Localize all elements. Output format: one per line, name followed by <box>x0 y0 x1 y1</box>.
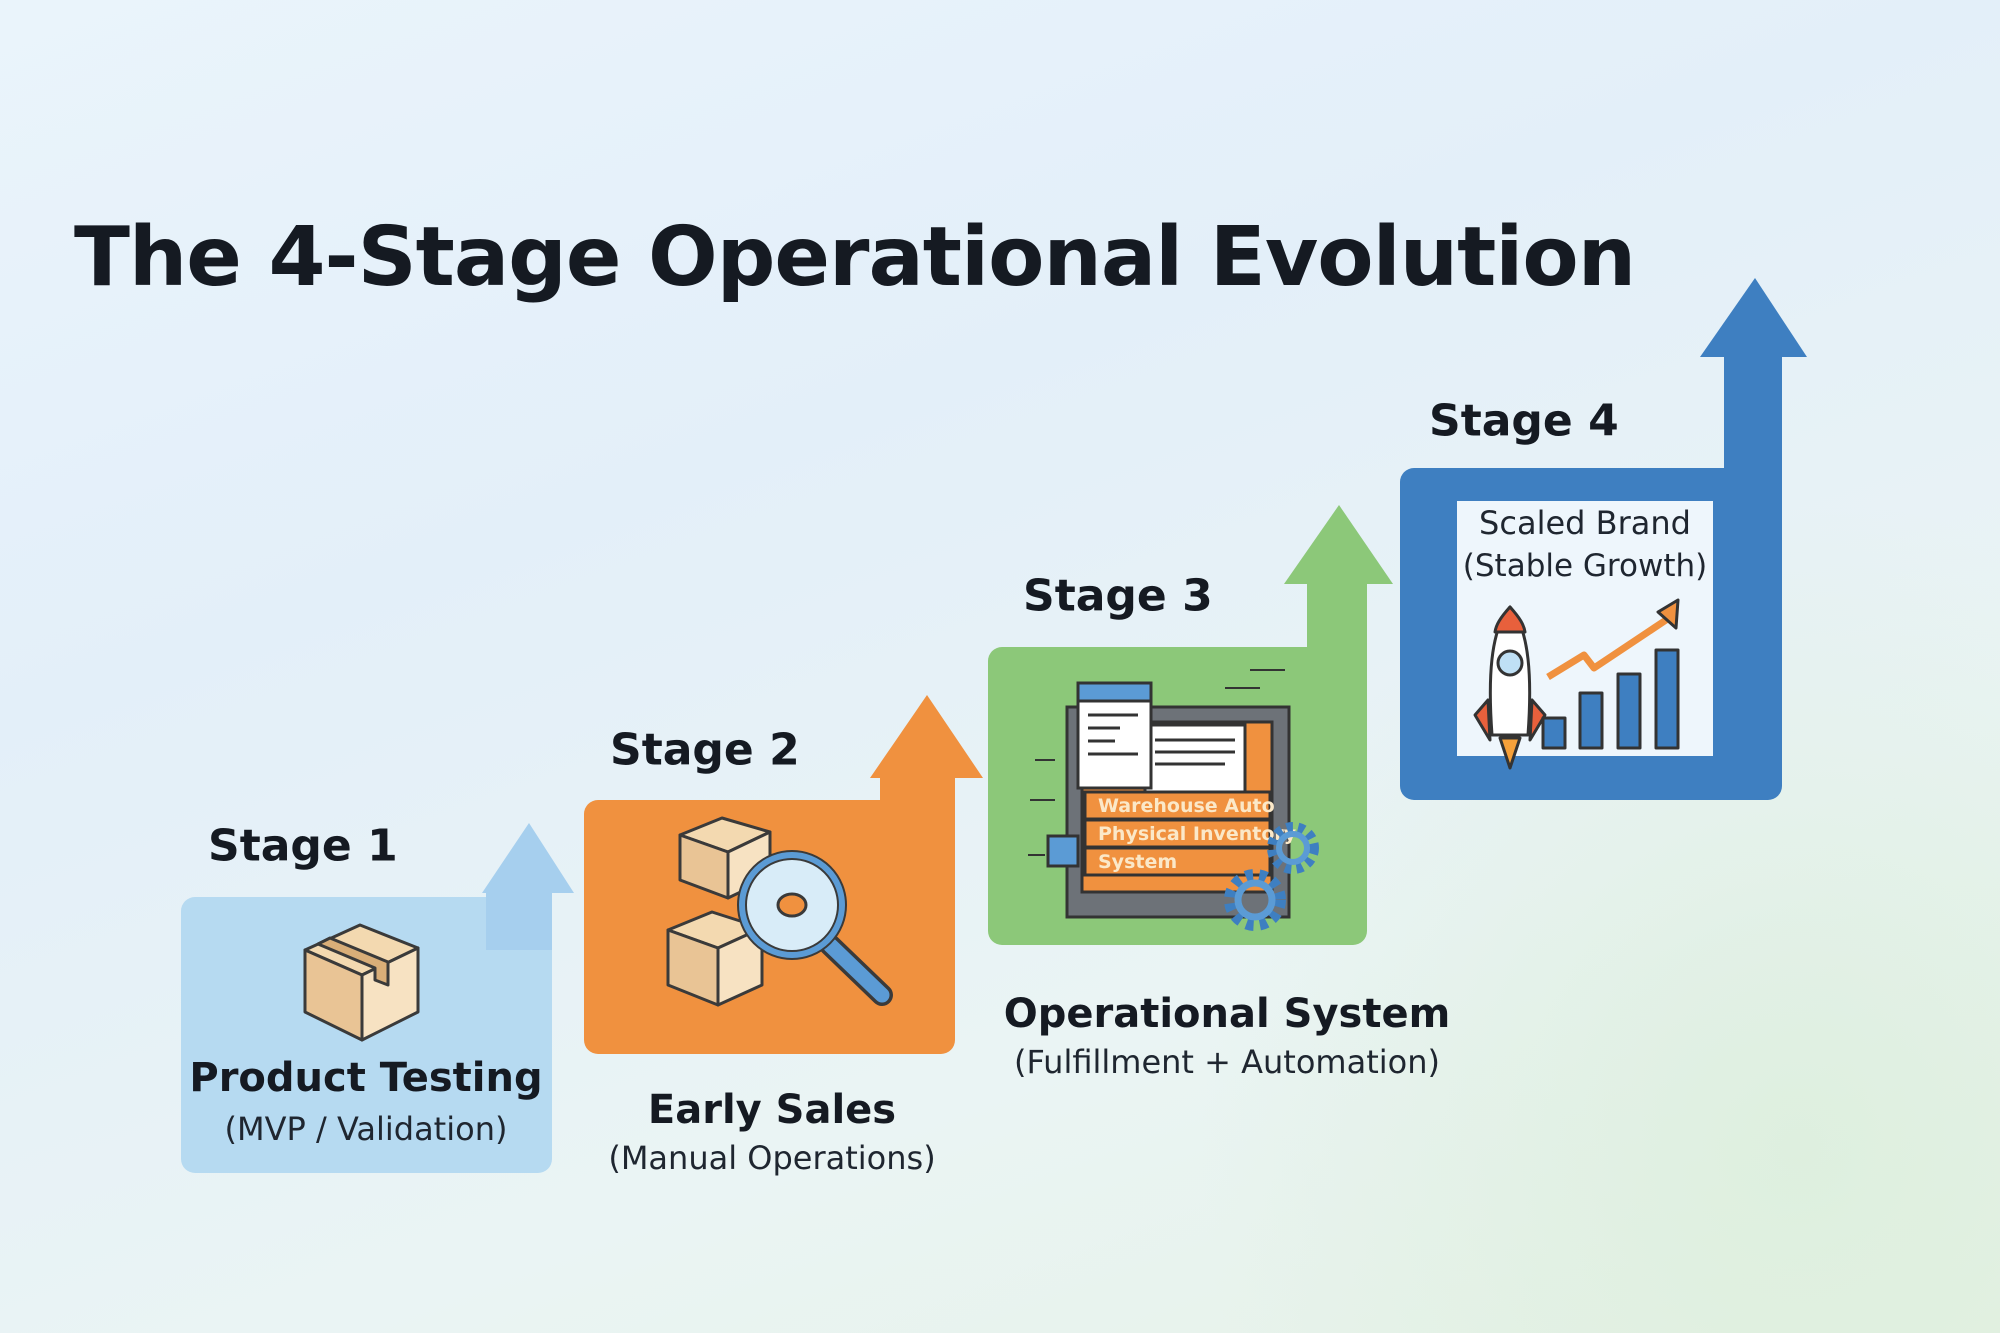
stage-4-detail: (Stable Growth) <box>1462 548 1708 584</box>
stage-2-name: Early Sales <box>647 1087 897 1133</box>
stage-3-label: Stage 3 <box>1023 570 1213 622</box>
stage-4-label: Stage 4 <box>1429 395 1619 447</box>
stage-2-detail: (Manual Operations) <box>608 1139 936 1177</box>
stage-1-label: Stage 1 <box>208 820 398 872</box>
package-box-icon <box>303 923 420 1042</box>
icon-text-line-3: System <box>1098 851 1177 873</box>
icon-text-line-1: Warehouse Auto <box>1098 795 1275 817</box>
icon-text-line-2: Physical Inventory <box>1098 823 1297 845</box>
boxes-magnifier-icon <box>666 816 893 1007</box>
stage-3-name: Operational System <box>1003 991 1451 1037</box>
rocket-growth-chart-icon <box>1473 598 1680 770</box>
stage-1-name: Product Testing <box>189 1055 543 1101</box>
warehouse-system-gears-icon: Warehouse Auto Physical Inventory System <box>1028 669 1319 931</box>
stage-3-arrow-head <box>1284 505 1393 584</box>
stage-2-arrow-head <box>870 695 983 778</box>
stage-3-detail: (Fulfillment + Automation) <box>1014 1043 1440 1081</box>
stage-4-arrow-head <box>1700 278 1807 357</box>
stage-1-arrow-head <box>482 823 574 893</box>
stage-4-name: Scaled Brand <box>1479 504 1691 542</box>
stage-2-label: Stage 2 <box>610 724 800 776</box>
page-title: The 4-Stage Operational Evolution <box>74 210 1636 305</box>
stage-1-detail: (MVP / Validation) <box>224 1110 508 1148</box>
